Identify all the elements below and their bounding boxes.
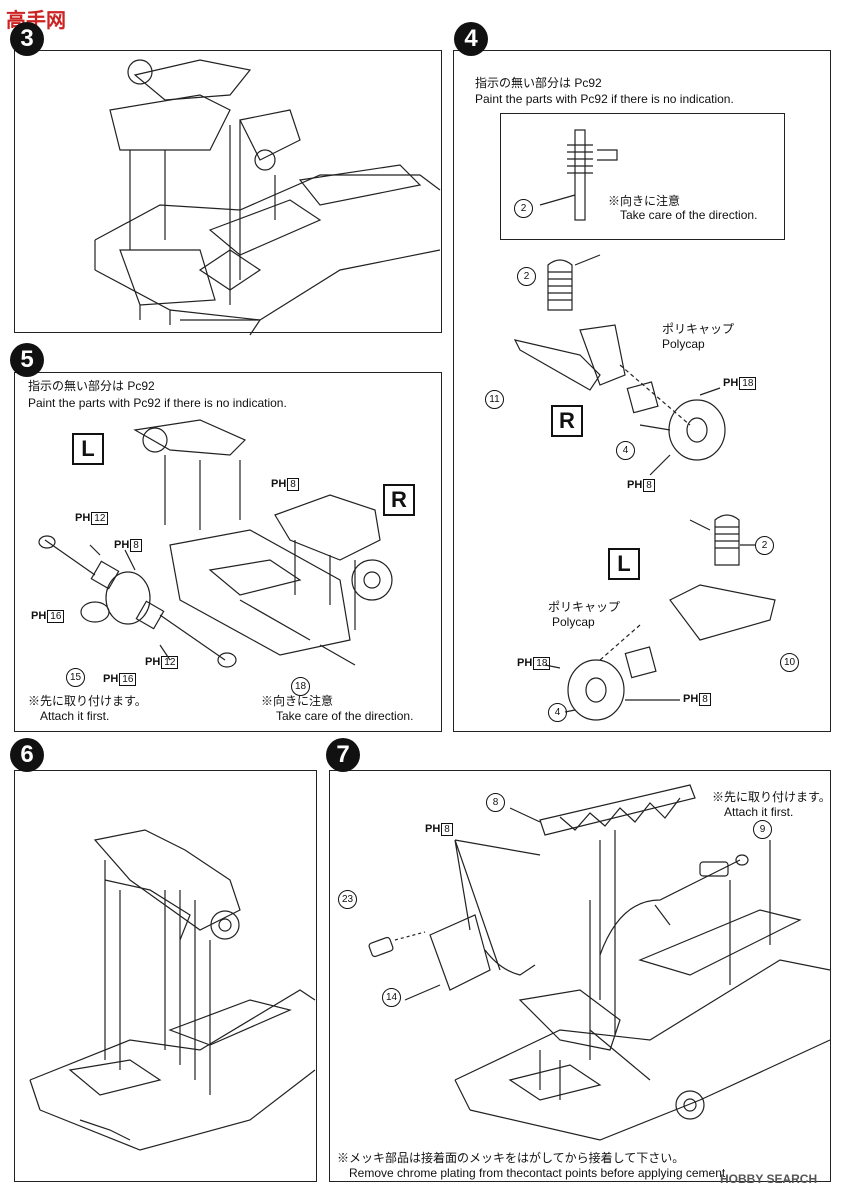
step-4-part-2-r: 2 <box>517 267 536 286</box>
step-5-direction-en: Take care of the direction. <box>276 709 414 723</box>
step-6-badge: 6 <box>10 738 44 772</box>
step-7-badge: 7 <box>326 738 360 772</box>
step-3-panel <box>14 50 442 333</box>
step-7-part-23: 23 <box>338 890 357 909</box>
step-4-polycap-jp-l: ポリキャップ <box>548 600 621 614</box>
step-5-badge: 5 <box>10 343 44 377</box>
step-4-badge: 4 <box>454 22 488 56</box>
step-5-attach-jp: ※先に取り付けます。 <box>28 694 147 708</box>
step-4-direction-en: Take care of the direction. <box>620 208 758 222</box>
step-5-part-18: 18 <box>291 677 310 696</box>
step-4-polycap-en-l: Polycap <box>552 615 595 629</box>
step-7-attach-jp: ※先に取り付けます。 <box>712 790 831 804</box>
step-7-part-8: 8 <box>486 793 505 812</box>
step-7-chrome-jp: ※メッキ部品は接着面のメッキをはがしてから接着して下さい。 <box>337 1151 685 1165</box>
step-4-part-2-l: 2 <box>755 536 774 555</box>
step-7-part-14: 14 <box>382 988 401 1007</box>
step-4-part-2-inset: 2 <box>514 199 533 218</box>
watermark-hobbysearch: HOBBY SEARCH <box>720 1172 818 1186</box>
step-4-direction-jp: ※向きに注意 <box>608 194 681 208</box>
step-4-part-4-l: 4 <box>548 703 567 722</box>
step-4-part-10: 10 <box>780 653 799 672</box>
step-4-part-11: 11 <box>485 390 504 409</box>
step-7-chrome-en: Remove chrome plating from thecontact po… <box>349 1166 729 1180</box>
step-5-label-r: R <box>383 484 415 516</box>
step-5-direction-jp: ※向きに注意 <box>261 694 334 708</box>
step-4-label-r: R <box>551 405 583 437</box>
step-3-badge: 3 <box>10 22 44 56</box>
step-5-note-en: Paint the parts with Pc92 if there is no… <box>28 396 287 410</box>
step-5-note-jp: 指示の無い部分は Pc92 <box>28 379 155 393</box>
step-4-polycap-en-r: Polycap <box>662 337 705 351</box>
step-7-part-9: 9 <box>753 820 772 839</box>
step-4-note-jp: 指示の無い部分は Pc92 <box>475 76 602 90</box>
step-7-attach-en: Attach it first. <box>724 805 794 819</box>
step-5-label-l: L <box>72 433 104 465</box>
step-4-part-4-r: 4 <box>616 441 635 460</box>
step-6-panel <box>14 770 317 1182</box>
step-5-part-15: 15 <box>66 668 85 687</box>
step-4-note-en: Paint the parts with Pc92 if there is no… <box>475 92 734 106</box>
step-4-polycap-jp-r: ポリキャップ <box>662 322 735 336</box>
step-5-attach-en: Attach it first. <box>40 709 110 723</box>
step-4-label-l: L <box>608 548 640 580</box>
